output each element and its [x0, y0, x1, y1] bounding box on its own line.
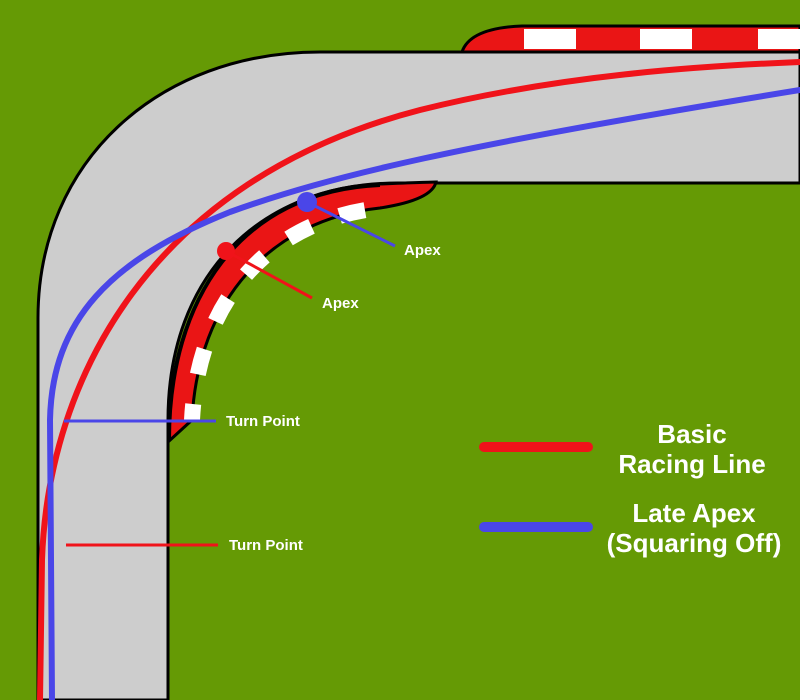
turn-point-late-label: Turn Point — [226, 413, 300, 430]
legend-basic-line2: Racing Line — [618, 449, 765, 479]
apex-basic-dot — [217, 242, 235, 260]
late-apex-line — [46, 87, 800, 700]
inner-curb — [166, 180, 438, 446]
basic-racing-line — [37, 59, 800, 700]
apex-late-leader — [306, 200, 396, 248]
apex-late-dot — [297, 192, 317, 212]
outer-curb — [459, 24, 800, 54]
apex-late-label: Apex — [404, 242, 441, 259]
apex-basic-label: Apex — [322, 295, 359, 312]
legend: Basic Racing Line Late Apex (Squaring Of… — [479, 419, 782, 558]
legend-basic-line1: Basic — [657, 419, 726, 449]
legend-late-line2: (Squaring Off) — [607, 528, 782, 558]
turn-point-basic-label: Turn Point — [229, 537, 303, 554]
legend-late-line1: Late Apex — [632, 498, 756, 528]
apex-basic-leader — [225, 249, 313, 300]
